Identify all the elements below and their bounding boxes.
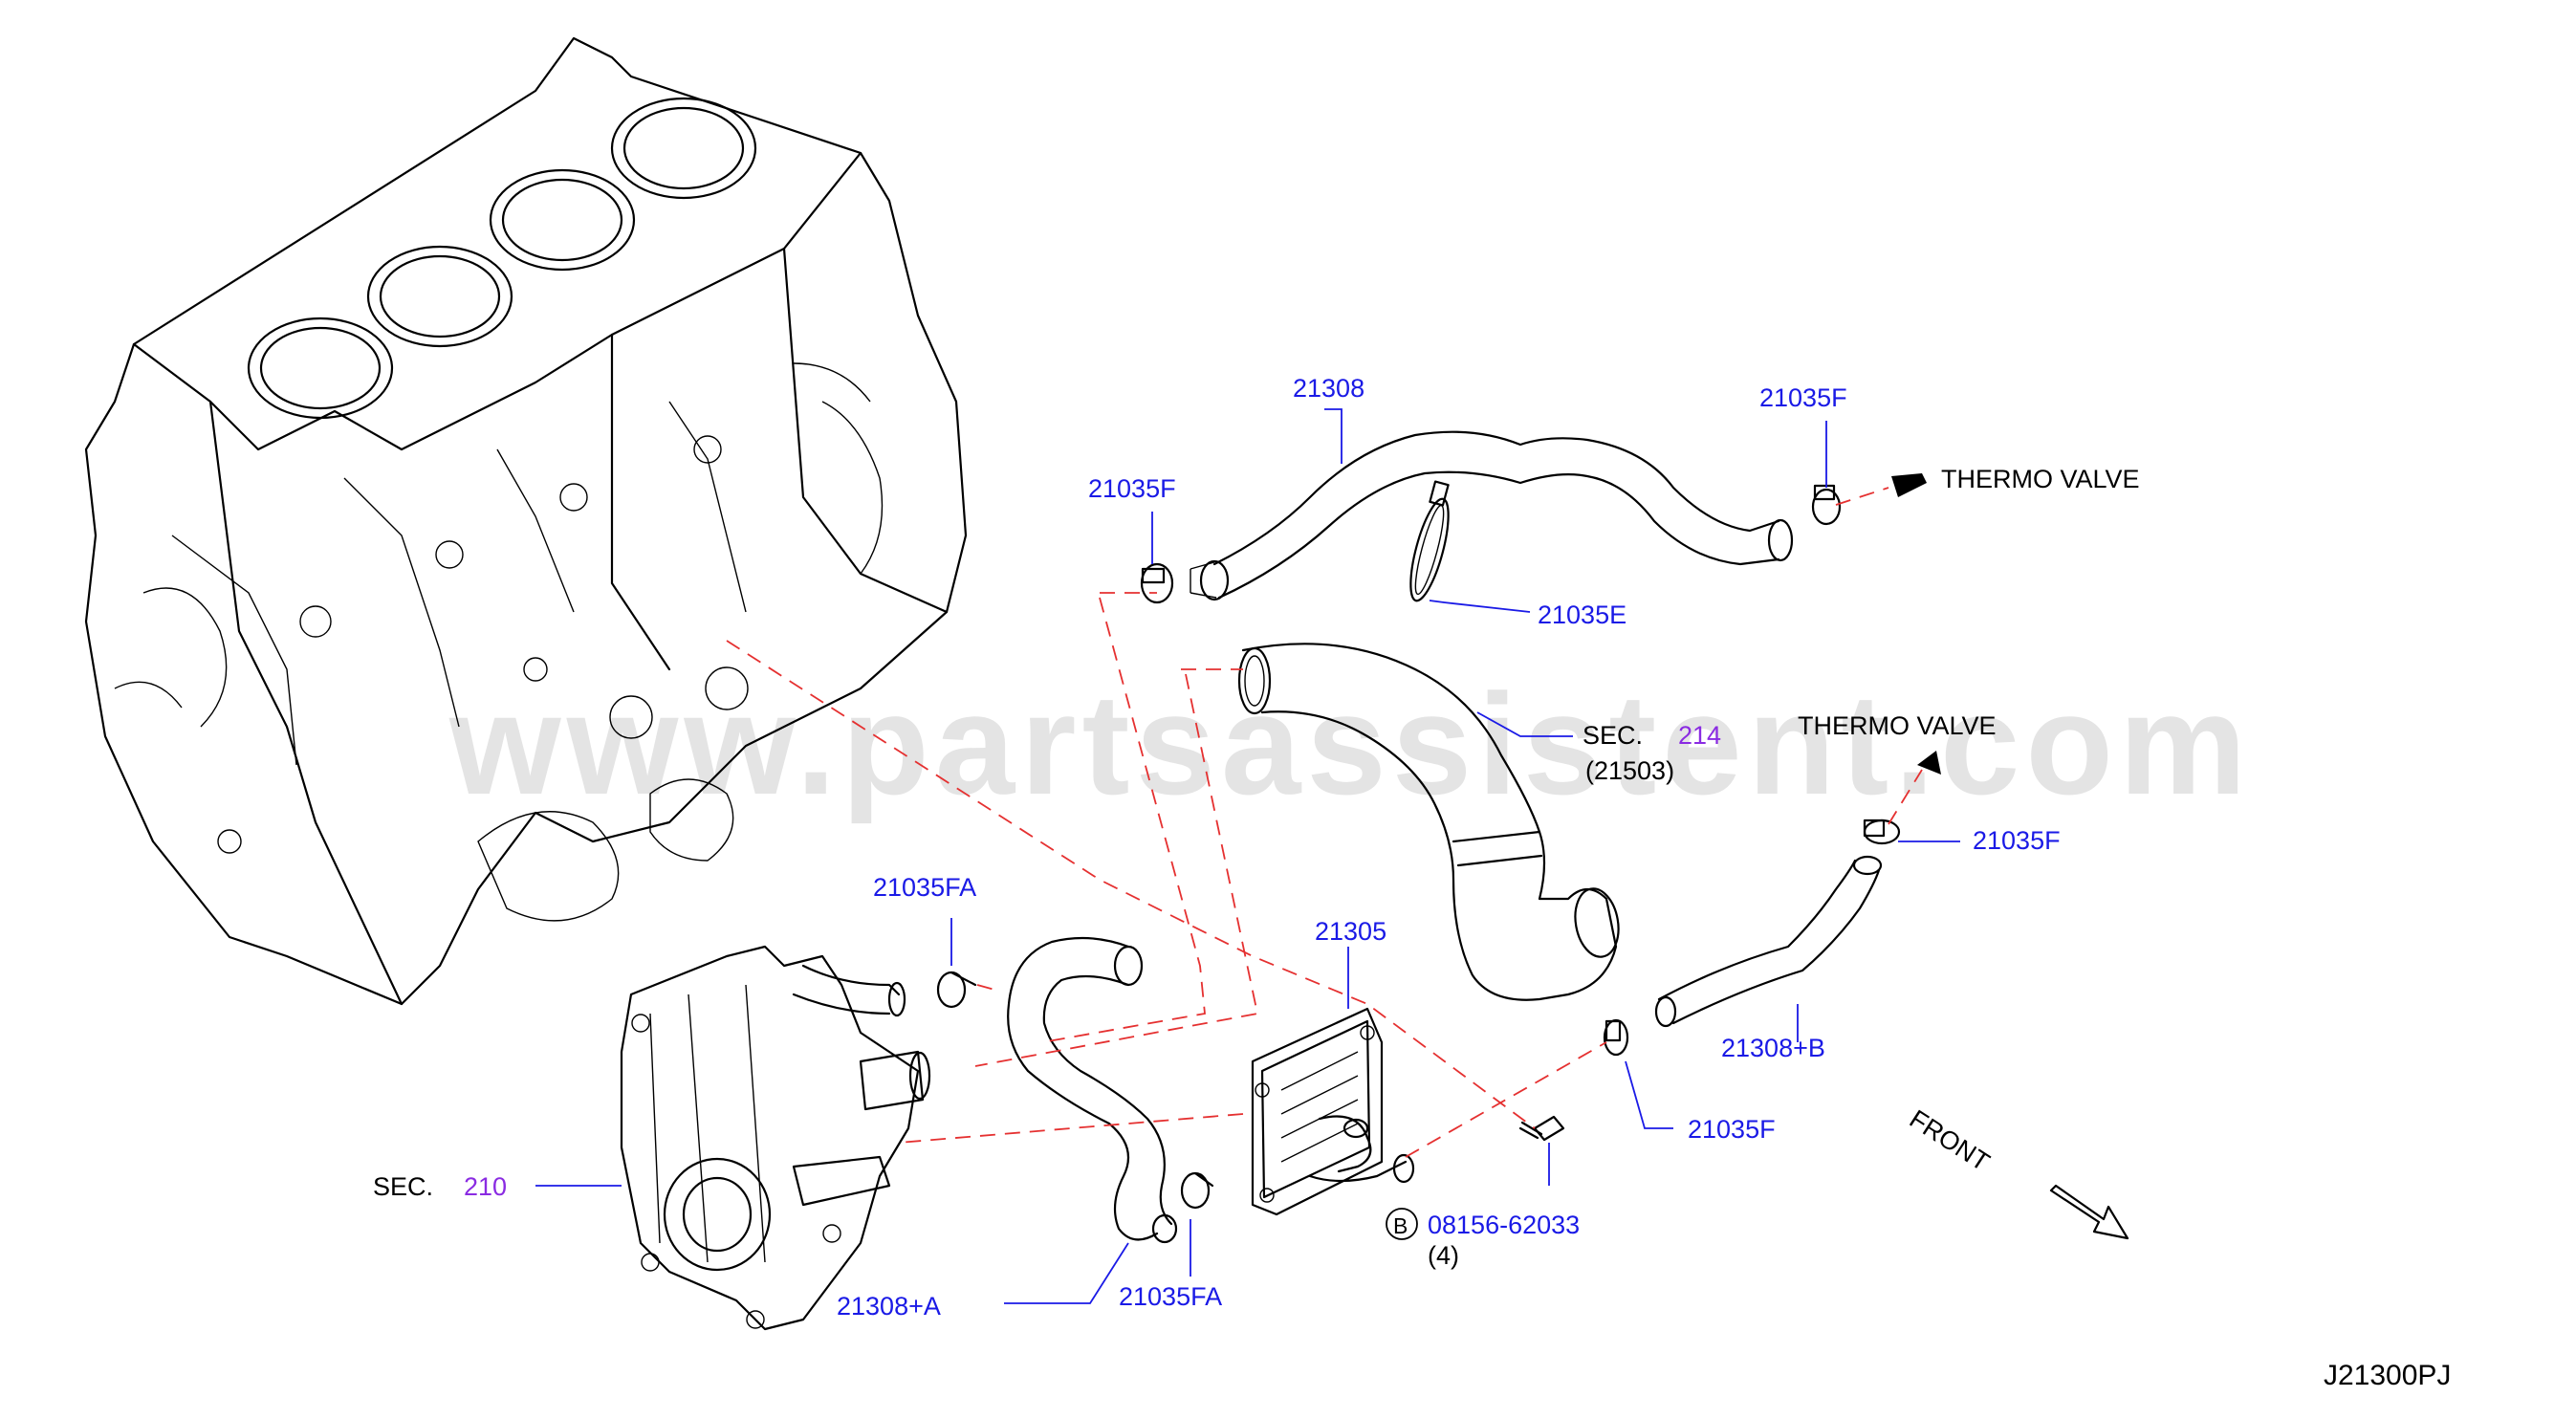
diagram-id: J21300PJ <box>2324 1360 2451 1391</box>
oil-cooler-21305[interactable] <box>1251 1007 1415 1216</box>
clamp-21035F-top-right[interactable] <box>1811 484 1842 526</box>
clamp-21035E[interactable] <box>1403 480 1456 604</box>
callout-21035F-top-right[interactable]: 21035F <box>1759 383 1847 412</box>
thermo-valve-arrow-mid <box>1917 751 1941 775</box>
callout-21308-B[interactable]: 21308+B <box>1721 1034 1825 1062</box>
callout-21035FA-top[interactable]: 21035FA <box>873 873 976 902</box>
thermostat-housing[interactable] <box>620 945 931 1331</box>
clamp-21035F-lower[interactable] <box>1603 1018 1629 1057</box>
clamp-21035F-top-left[interactable] <box>1140 562 1174 604</box>
section-210-prefix: SEC. <box>373 1172 433 1201</box>
callout-21305[interactable]: 21305 <box>1315 917 1386 946</box>
callout-08156-62033[interactable]: 08156-62033 <box>1428 1211 1580 1239</box>
hose-21308-B[interactable] <box>1654 855 1883 1028</box>
engine-block[interactable] <box>84 36 968 1006</box>
bolt-ref-circle <box>1386 1208 1418 1240</box>
callout-21308[interactable]: 21308 <box>1293 374 1364 403</box>
hose-21308-A[interactable] <box>1007 936 1178 1244</box>
section-214-prefix: SEC. <box>1583 721 1643 750</box>
bolt-08156-62033[interactable] <box>1518 1115 1565 1142</box>
watermark-text: www.partsassistent.com <box>448 664 2252 824</box>
callout-21035F-lower[interactable]: 21035F <box>1688 1115 1776 1144</box>
clamp-21035F-mid-right[interactable] <box>1863 819 1901 845</box>
section-214-subcode: (21503) <box>1585 756 1674 785</box>
front-label: FRONT <box>1905 1104 1995 1177</box>
thermo-valve-label-top: THERMO VALVE <box>1941 465 2140 493</box>
section-210-number[interactable]: 210 <box>464 1172 507 1201</box>
bolt-ref-letter: B <box>1393 1213 1408 1238</box>
thermo-valve-arrow-top <box>1891 473 1927 497</box>
hose-sec-214[interactable] <box>1237 643 1624 1001</box>
callout-21035F-mid-right[interactable]: 21035F <box>1973 826 2061 855</box>
callout-21035E[interactable]: 21035E <box>1538 600 1626 629</box>
callout-21308-A[interactable]: 21308+A <box>837 1292 941 1321</box>
bolt-quantity: (4) <box>1428 1241 1459 1270</box>
callout-21035FA-bottom[interactable]: 21035FA <box>1119 1282 1222 1311</box>
thermo-valve-label-mid: THERMO VALVE <box>1798 711 1997 740</box>
hose-21308[interactable] <box>1190 430 1794 601</box>
front-arrow <box>2049 1184 2129 1240</box>
section-214-number[interactable]: 214 <box>1678 721 1721 750</box>
clamp-21035FA-top[interactable] <box>936 971 977 1009</box>
connection-lines <box>726 487 1923 1158</box>
leader-lines <box>535 408 1960 1304</box>
callout-21035F-top-left[interactable]: 21035F <box>1088 474 1176 503</box>
clamp-21035FA-bottom[interactable] <box>1180 1171 1214 1210</box>
